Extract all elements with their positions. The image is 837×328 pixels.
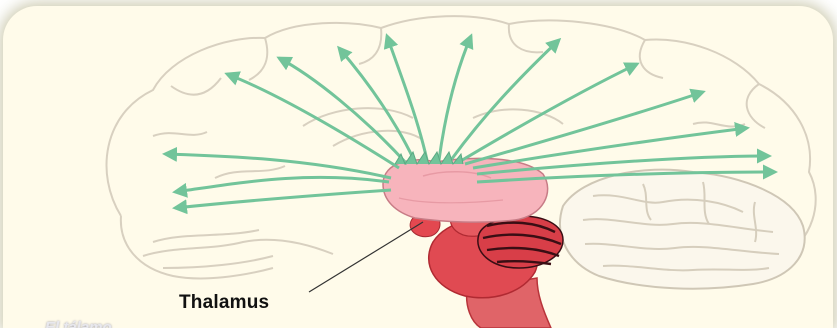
brain-diagram: [3, 6, 833, 328]
arrow-icon: [387, 36, 427, 160]
arrow-icon: [165, 154, 391, 178]
cerebellum-icon: [560, 170, 805, 289]
diagram-card: Thalamus El tálamo: [3, 6, 833, 328]
arrow-icon: [465, 92, 703, 164]
arrow-icon: [175, 177, 389, 192]
image-caption: El tálamo: [45, 319, 112, 328]
thalamus-label: Thalamus: [179, 292, 269, 314]
arrow-icon: [175, 190, 391, 208]
brainstem-icon: [429, 204, 563, 328]
arrow-icon: [339, 48, 415, 162]
label-pointer-line: [309, 222, 423, 292]
